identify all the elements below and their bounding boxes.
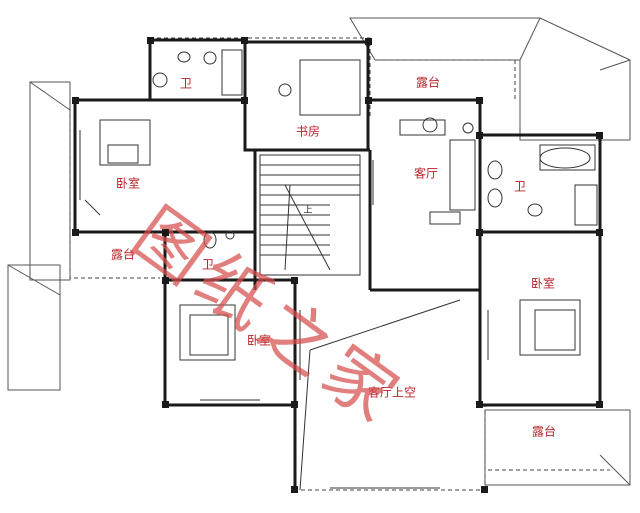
roof-lower-left <box>7 264 61 391</box>
room-label-terrace-top: 露台 <box>415 75 441 90</box>
room-label-bath-mid: 卫 <box>201 257 215 272</box>
room-label-terrace-left: 露台 <box>110 247 136 262</box>
room-label-terrace-bottom: 露台 <box>531 424 557 439</box>
room-label-bath-right: 卫 <box>513 179 527 194</box>
roof-left <box>29 81 71 281</box>
room-label-bedroom-mid: 卧室 <box>246 333 272 348</box>
room-label-void: 客厅上空 <box>367 385 417 400</box>
room-label-bedroom-left: 卧室 <box>115 176 141 191</box>
room-label-bath-top: 卫 <box>179 76 193 91</box>
roof-top-right <box>349 17 631 141</box>
room-label-study: 书房 <box>295 124 321 139</box>
stair-label: 上 <box>303 205 313 216</box>
room-label-bedroom-right: 卧室 <box>530 276 556 291</box>
roof-bottom-right <box>484 409 631 486</box>
room-label-living: 客厅 <box>413 166 439 181</box>
